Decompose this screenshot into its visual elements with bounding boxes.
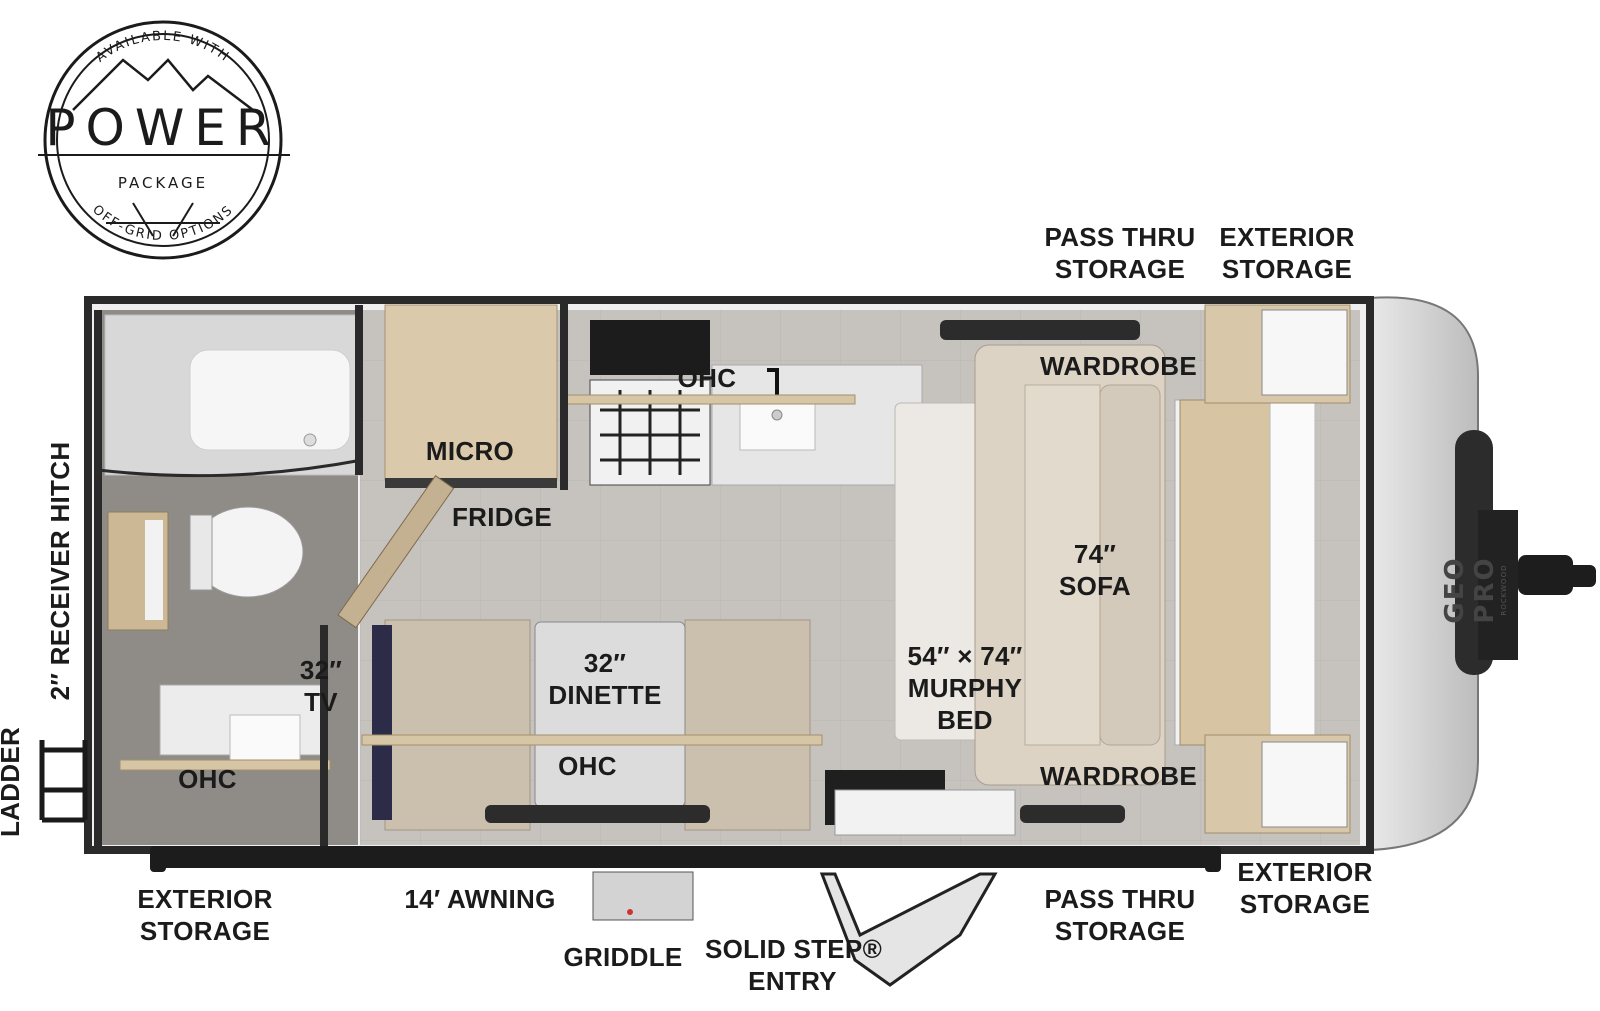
bath-ohc-shelf	[119, 759, 331, 771]
label-text: TV	[304, 687, 338, 717]
sofa-window	[940, 320, 1140, 340]
label-solid-step-entry: SOLID STEP® ENTRY	[705, 933, 883, 997]
brand-logo-sub: ROCKWOOD	[1500, 564, 1508, 616]
label-text: OHC	[558, 751, 617, 781]
dinette-ohc-shelf	[361, 734, 823, 746]
bath-wall	[355, 305, 363, 475]
label-micro: MICRO	[420, 435, 520, 467]
front-cap	[1369, 296, 1480, 852]
label-text: 32″	[583, 648, 627, 678]
label-text: 14′ AWNING	[404, 884, 556, 914]
tub-drain	[303, 433, 317, 447]
brand-logo-text: GEO PRO	[1440, 556, 1500, 624]
kitchen-wall	[560, 300, 568, 490]
label-exterior-storage-bottom: EXTERIOR STORAGE	[1230, 856, 1380, 920]
label-murphy-bed: 54″ × 74″ MURPHY BED	[890, 640, 1040, 736]
label-ohc-dinette: OHC	[550, 750, 625, 782]
label-wardrobe-bottom: WARDROBE	[1036, 760, 1201, 792]
dinette-window	[485, 805, 710, 823]
brand-logo: GEO PRO ROCKWOOD	[1440, 535, 1508, 645]
tongue-jack	[1478, 510, 1596, 660]
entry-door	[819, 872, 998, 987]
label-text: PASS THRU	[1044, 884, 1196, 914]
label-exterior-storage-top: EXTERIOR STORAGE	[1212, 221, 1362, 285]
bed-frame	[1179, 399, 1271, 746]
label-dinette: 32″ DINETTE	[535, 647, 675, 711]
label-griddle: GRIDDLE	[558, 941, 688, 973]
label-tv: 32″ TV	[291, 654, 351, 718]
micro-cabinet	[384, 304, 558, 481]
bath-sink	[229, 714, 301, 766]
label-text: EXTERIOR	[137, 884, 273, 914]
label-text: OHC	[178, 764, 237, 794]
label-text: STORAGE	[1221, 254, 1353, 284]
label-text: BED	[937, 705, 993, 735]
tub-basin	[189, 349, 351, 451]
label-pass-thru-storage-top: PASS THRU STORAGE	[1040, 221, 1200, 285]
range-hood	[590, 320, 710, 375]
label-text: SOFA	[1059, 571, 1131, 601]
label-text: STORAGE	[1054, 254, 1186, 284]
label-text: ENTRY	[748, 966, 837, 996]
dinette-bench-right	[684, 619, 811, 831]
fridge-door	[337, 475, 455, 629]
label-text: DINETTE	[548, 680, 662, 710]
label-text: MURPHY	[907, 673, 1023, 703]
label-text: PASS THRU	[1044, 222, 1196, 252]
label-sofa: 74″ SOFA	[1045, 538, 1145, 602]
badge-main-text: POWER	[45, 99, 280, 157]
shower-curtain	[97, 458, 363, 478]
label-ohc-kitchen: OHC	[672, 362, 742, 394]
label-text: 74″	[1073, 539, 1117, 569]
mountains-icon	[72, 58, 254, 111]
label-text: LADDER	[0, 726, 25, 837]
label-awning: 14′ AWNING	[395, 883, 565, 915]
label-ladder: LADDER	[0, 727, 26, 837]
label-text: EXTERIOR	[1219, 222, 1355, 252]
tv-mount	[372, 625, 392, 820]
entry-step	[834, 789, 1016, 836]
ladder-drawing	[39, 740, 88, 823]
label-text: FRIDGE	[451, 502, 553, 532]
label-pass-thru-storage-bottom: PASS THRU STORAGE	[1040, 883, 1200, 947]
label-text: SOLID STEP®	[705, 934, 883, 964]
awning-bar	[155, 846, 1215, 868]
label-text: WARDROBE	[1040, 351, 1197, 381]
label-wardrobe-top: WARDROBE	[1036, 350, 1201, 382]
dinette-bench-left	[384, 619, 531, 831]
griddle-unit	[592, 871, 694, 921]
front-window-bottom	[1020, 805, 1125, 823]
label-text: WARDROBE	[1040, 761, 1197, 791]
label-receiver-hitch: 2″ RECEIVER HITCH	[44, 441, 76, 701]
microwave	[385, 478, 557, 488]
label-text: 54″ × 74″	[907, 641, 1023, 671]
kitchen-ohc-shelf	[564, 394, 856, 405]
label-text: MICRO	[425, 436, 515, 466]
sun-rays-icon	[106, 202, 220, 237]
badge-sub-text: PACKAGE	[118, 174, 208, 192]
label-text: EXTERIOR	[1237, 857, 1373, 887]
label-text: GRIDDLE	[563, 942, 683, 972]
label-text: STORAGE	[139, 916, 271, 946]
label-text: STORAGE	[1054, 916, 1186, 946]
label-fridge: FRIDGE	[447, 501, 557, 533]
power-package-badge: AVAILABLE WITH OFF-GRID OPTIONS POWER PA…	[38, 20, 290, 260]
label-exterior-storage-left: EXTERIOR STORAGE	[130, 883, 280, 947]
label-ohc-bath: OHC	[170, 763, 245, 795]
label-text: 32″	[299, 655, 343, 685]
label-text: 2″ RECEIVER HITCH	[45, 441, 75, 701]
label-text: OHC	[677, 363, 737, 393]
label-text: STORAGE	[1239, 889, 1371, 919]
